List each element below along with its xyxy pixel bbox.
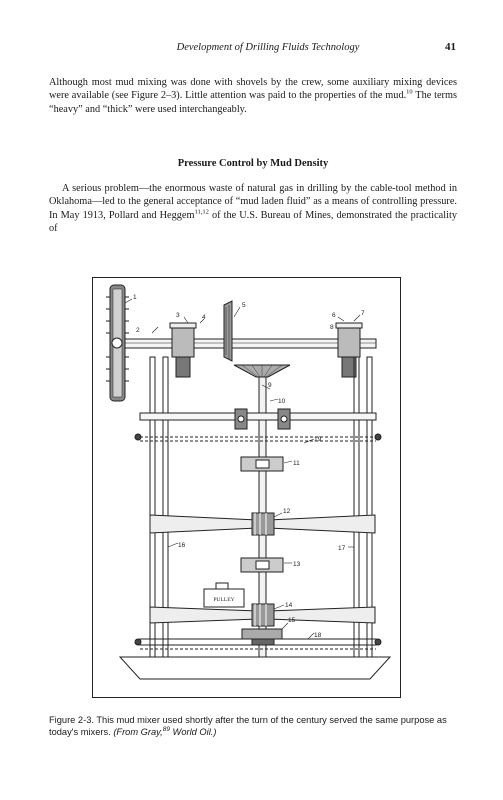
caption-text: Figure 2-3. This mud mixer used shortly …: [49, 715, 447, 737]
figure-callout: 5: [242, 302, 246, 309]
figure-callout: 6: [332, 312, 336, 319]
figure-callout: 3: [176, 312, 180, 319]
figure-callout: 14: [285, 602, 293, 609]
figure-callout: 4: [202, 314, 206, 321]
paragraph-text: of the U.S. Bureau of Mines, demonstrate…: [49, 209, 457, 235]
figure-callout: 2: [136, 327, 140, 334]
paragraph-text: The terms “heavy” and “thick” were used …: [49, 90, 457, 115]
figure-mud-mixer: PULLEY: [92, 277, 401, 698]
figure-callout: 1: [133, 294, 137, 301]
paragraph-pressure-control: A serious problem—the enormous waste of …: [49, 182, 457, 236]
figure-callout: 18: [314, 632, 322, 639]
running-head: Development of Drilling Fluids Technolog…: [176, 42, 360, 53]
figure-callout: 13: [293, 561, 301, 568]
figure-callout: 17: [338, 545, 346, 552]
bevel-gear-drawing: [223, 300, 291, 378]
reference-marker: 10: [406, 88, 413, 96]
drive-gear-drawing: [106, 284, 129, 402]
paragraph-text: A serious problem—the enormous waste of …: [49, 183, 457, 221]
figure-callout: 11: [293, 460, 300, 467]
pulley-label: PULLEY: [213, 597, 234, 603]
reference-marker: 11,12: [194, 208, 209, 216]
section-heading: Pressure Control by Mud Density: [177, 158, 329, 169]
caption-source: (From Gray,89 World Oil.): [113, 725, 217, 737]
page-number: 41: [445, 41, 456, 53]
figure-caption: Figure 2-3. This mud mixer used shortly …: [49, 714, 459, 738]
figure-callout: 15: [288, 617, 296, 624]
mud-mixer-drawing: PULLEY: [92, 277, 401, 698]
paragraph-mud-mixing: Although most mud mixing was done with s…: [49, 76, 457, 116]
figure-callout: 12: [283, 508, 291, 515]
figure-callout: 8: [330, 324, 334, 331]
figure-callout: 7: [361, 310, 365, 317]
figure-callout: 10: [278, 398, 286, 405]
figure-callout: 19: [314, 436, 322, 443]
figure-callout: 16: [178, 542, 186, 549]
paragraph-text: Although most mud mixing was done with s…: [49, 77, 457, 102]
figure-callout: 9: [268, 382, 272, 389]
